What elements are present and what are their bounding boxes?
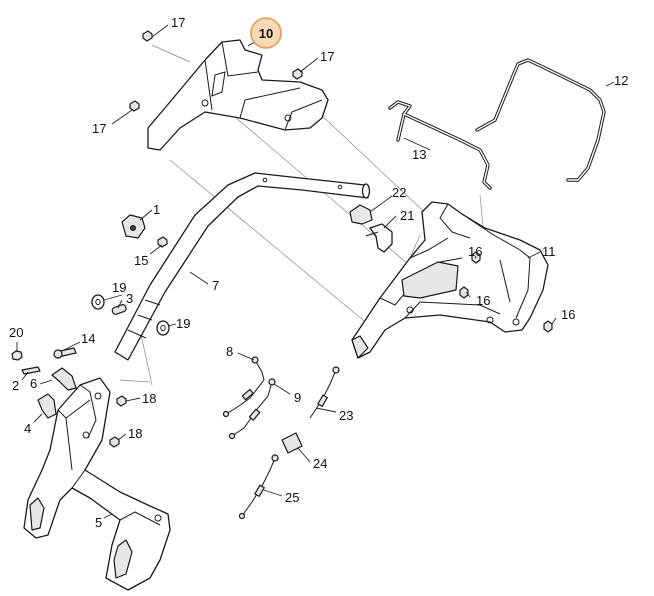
label-part-2[interactable]: 2 [12, 378, 19, 393]
label-part-24[interactable]: 24 [313, 456, 327, 471]
part-9-cable[interactable] [228, 378, 276, 440]
leader-lines [16, 24, 615, 519]
part-2-spacer[interactable] [21, 366, 41, 375]
label-part-7[interactable]: 7 [212, 278, 219, 293]
part-24-sleeve[interactable] [281, 432, 303, 454]
label-part-10[interactable]: 10 [259, 26, 273, 41]
label-part-11[interactable]: 11 [542, 244, 556, 259]
label-part-15[interactable]: 15 [134, 253, 148, 268]
label-part-13[interactable]: 13 [412, 147, 426, 162]
part-4-bracket[interactable] [37, 393, 57, 419]
label-part-5[interactable]: 5 [95, 515, 102, 530]
label-part-20[interactable]: 20 [9, 325, 23, 340]
part-10-upper-cover[interactable] [147, 39, 329, 151]
part-23-cable[interactable] [309, 366, 340, 419]
label-part-16-right[interactable]: 16 [561, 307, 575, 322]
label-part-3[interactable]: 3 [126, 291, 133, 306]
label-part-22[interactable]: 22 [392, 185, 406, 200]
label-part-21[interactable]: 21 [400, 208, 414, 223]
label-part-4[interactable]: 4 [24, 421, 31, 436]
part-7-upper-handle-tube[interactable] [114, 172, 371, 361]
part-14-bolt[interactable] [53, 347, 77, 359]
label-part-17-right[interactable]: 17 [320, 49, 334, 64]
label-part-16-top[interactable]: 16 [468, 244, 482, 259]
part-21-cable-guide[interactable] [365, 223, 393, 253]
part-11-handle-frame[interactable] [351, 201, 549, 359]
label-part-9[interactable]: 9 [294, 390, 301, 405]
part-25-cable[interactable] [238, 454, 279, 520]
label-part-17-top[interactable]: 17 [171, 15, 185, 30]
label-part-12[interactable]: 12 [614, 73, 628, 88]
label-part-18-upper[interactable]: 18 [142, 391, 156, 406]
part-22-cap[interactable] [349, 204, 373, 225]
part-8-cable[interactable] [222, 356, 265, 418]
label-part-14[interactable]: 14 [81, 331, 95, 346]
label-part-23[interactable]: 23 [339, 408, 353, 423]
part-20-nut[interactable] [11, 350, 23, 361]
label-part-19-left[interactable]: 19 [112, 280, 126, 295]
label-part-1[interactable]: 1 [153, 202, 160, 217]
part-3-pin[interactable] [111, 304, 127, 315]
part-19-washers[interactable] [91, 294, 170, 336]
label-part-6[interactable]: 6 [30, 376, 37, 391]
part-6-lever[interactable] [51, 367, 77, 391]
label-part-8[interactable]: 8 [226, 344, 233, 359]
part-17-screws[interactable] [129, 30, 303, 112]
part-18-screws[interactable] [109, 395, 127, 448]
part-1-clamp[interactable] [121, 214, 146, 239]
label-part-18-lower[interactable]: 18 [128, 426, 142, 441]
label-part-19-right[interactable]: 19 [176, 316, 190, 331]
part-12-wire-bail[interactable] [475, 58, 606, 182]
label-part-25[interactable]: 25 [285, 490, 299, 505]
label-part-17-left[interactable]: 17 [92, 121, 106, 136]
highlight-callout-circle [250, 17, 282, 49]
label-part-16-middle[interactable]: 16 [476, 293, 490, 308]
part-labels: 10 17 17 17 12 13 1 15 7 19 3 19 20 14 2… [9, 15, 628, 530]
part-13-wire-bail[interactable] [388, 100, 492, 190]
part-5-lower-handle[interactable] [23, 377, 171, 591]
part-15-screw[interactable] [157, 236, 168, 248]
